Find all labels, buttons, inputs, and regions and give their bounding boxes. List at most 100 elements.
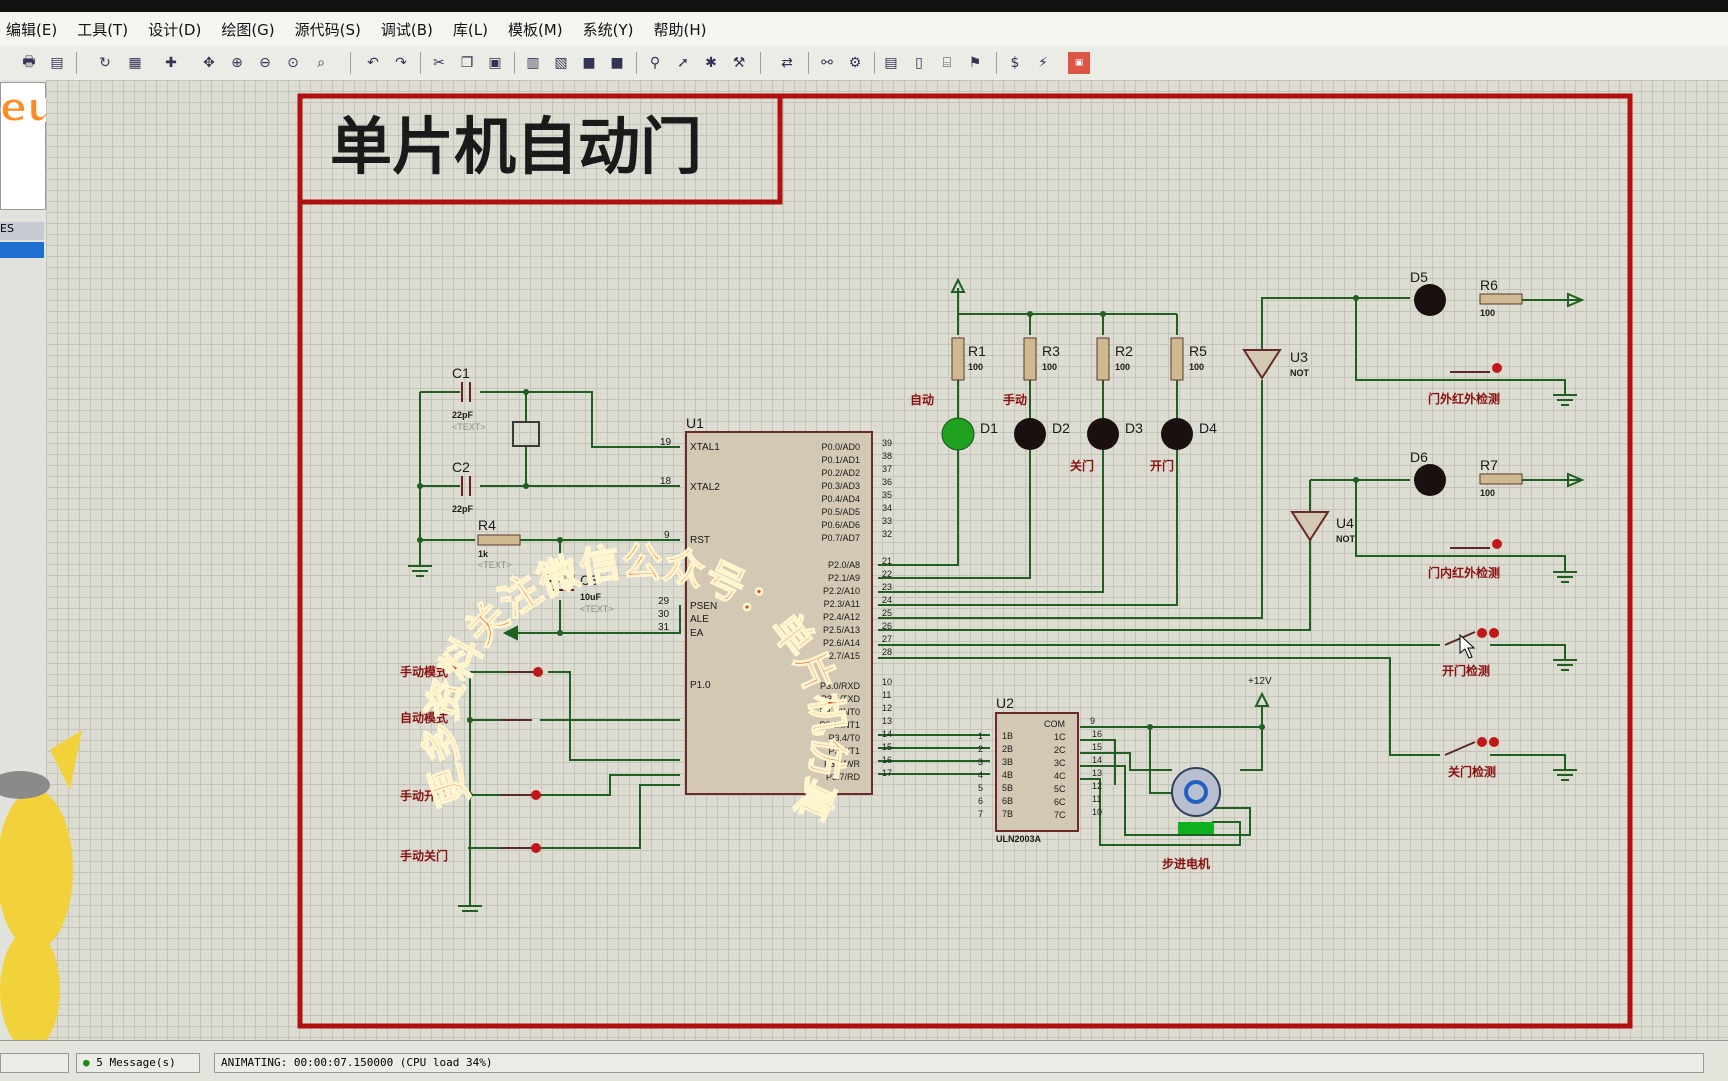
svg-text:18: 18	[660, 476, 672, 487]
r7-ref: R7	[1480, 457, 1498, 473]
menu-edit[interactable]: 编辑(E)	[6, 20, 58, 39]
led-d5	[1414, 284, 1446, 316]
netlist-transfer-icon[interactable]: ⚡	[1038, 55, 1048, 71]
overview-window[interactable]	[0, 82, 46, 210]
menu-debug[interactable]: 调试(B)	[380, 20, 433, 39]
grid-icon[interactable]: ▦	[128, 55, 142, 71]
svg-text:P3.6/WR: P3.6/WR	[824, 759, 861, 769]
menu-help[interactable]: 帮助(H)	[653, 20, 707, 39]
svg-text:100: 100	[1480, 308, 1495, 318]
stepper-motor	[1171, 767, 1221, 817]
copy-icon[interactable]: ❐	[460, 55, 474, 71]
svg-text:100: 100	[1042, 362, 1057, 372]
sheet-icon[interactable]: ▯	[915, 55, 923, 71]
svg-text:P3.7/RD: P3.7/RD	[826, 772, 861, 782]
led-d2	[1014, 418, 1046, 450]
btn-auto-mode: 自动模式	[400, 710, 448, 725]
svg-text:P3.2/INT0: P3.2/INT0	[819, 707, 860, 717]
netlist-icon[interactable]: ▤	[884, 55, 898, 71]
menu-bar: 编辑(E) 工具(T) 设计(D) 绘图(G) 源代码(S) 调试(B) 库(L…	[0, 12, 1728, 46]
svg-text:ALE: ALE	[690, 614, 709, 625]
wire-autoroute-icon[interactable]: ⇄	[781, 55, 793, 71]
redo-icon[interactable]: ↷	[395, 55, 407, 71]
menu-graph[interactable]: 绘图(G)	[221, 20, 275, 39]
svg-text:21: 21	[882, 556, 892, 566]
svg-text:P2.1/A9: P2.1/A9	[828, 573, 860, 583]
paste-icon[interactable]: ▣	[488, 55, 502, 71]
ares-icon[interactable]: ▣	[1068, 52, 1090, 74]
svg-text:26: 26	[882, 621, 892, 631]
d3-ref: D3	[1125, 420, 1143, 436]
menu-template[interactable]: 模板(M)	[507, 20, 563, 39]
mouse-cursor	[1459, 633, 1476, 659]
svg-text:38: 38	[882, 451, 892, 461]
menu-system[interactable]: 系统(Y)	[582, 20, 634, 39]
svg-text:34: 34	[882, 503, 892, 513]
svg-text:7C: 7C	[1054, 810, 1066, 820]
info-icon: ●	[83, 1056, 90, 1069]
block-copy-icon[interactable]: ▥	[526, 55, 540, 71]
menu-tools[interactable]: 工具(T)	[77, 20, 129, 39]
d4-ref: D4	[1199, 420, 1217, 436]
svg-text:39: 39	[882, 438, 892, 448]
schematic-canvas[interactable]: 单片机自动门	[46, 80, 1728, 1040]
block-move-icon[interactable]: ▧	[554, 55, 568, 71]
search-icon[interactable]: ⚯	[821, 55, 833, 71]
u2-chip	[995, 712, 1079, 832]
c3-ref: C3	[580, 572, 598, 588]
svg-text:NOT: NOT	[1290, 368, 1310, 378]
led-d1	[941, 417, 975, 451]
device-list-selected[interactable]	[0, 242, 44, 258]
print-icon[interactable]: 🖶	[22, 54, 36, 70]
make-device-icon[interactable]: ➚	[677, 55, 689, 71]
zoom-all-icon[interactable]: ⊙	[287, 55, 299, 71]
page-icon[interactable]: ▤	[50, 55, 64, 71]
origin-icon[interactable]: ✚	[165, 55, 177, 71]
package-icon[interactable]: ✱	[705, 55, 717, 71]
report-icon[interactable]: $	[1010, 55, 1020, 71]
led-d4	[1161, 418, 1193, 450]
pan-icon[interactable]: ✥	[203, 55, 215, 71]
u3-not-gate	[1242, 349, 1282, 380]
decompose-icon[interactable]: ⚒	[732, 55, 746, 71]
status-buttons[interactable]	[0, 1053, 69, 1073]
simulation-status: ANIMATING: 00:00:07.150000 (CPU load 34%…	[214, 1053, 1704, 1073]
bom-icon[interactable]: ⌸	[942, 55, 952, 71]
zoom-out-icon[interactable]: ⊖	[259, 55, 271, 71]
menu-library[interactable]: 库(L)	[452, 20, 488, 39]
zoom-area-icon[interactable]: ⌕	[317, 55, 325, 71]
schematic-drawing: 单片机自动门	[297, 93, 1633, 1029]
u3-ref: U3	[1290, 349, 1308, 365]
svg-text:11: 11	[1092, 794, 1101, 804]
undo-icon[interactable]: ↶	[367, 55, 379, 71]
junctions	[417, 295, 1359, 798]
block-delete-icon[interactable]: ■	[610, 55, 624, 71]
message-count[interactable]: ● 5 Message(s)	[76, 1053, 200, 1073]
svg-text:P2.0/A8: P2.0/A8	[828, 560, 860, 570]
refresh-icon[interactable]: ↻	[99, 55, 111, 71]
d5-ref: D5	[1410, 269, 1428, 285]
pick-device-icon[interactable]: ⚲	[649, 55, 661, 71]
svg-text:2: 2	[978, 744, 983, 754]
resistors-top	[951, 337, 1184, 381]
c1-val: 22pF	[452, 410, 474, 420]
btn-manual-mode: 手动模式	[400, 664, 448, 679]
d2-label: 手动	[1003, 392, 1027, 407]
menu-source[interactable]: 源代码(S)	[294, 20, 361, 39]
c2-val: 22pF	[452, 504, 474, 514]
c3-val: 10uF	[580, 592, 602, 602]
svg-text:P3.1/TXD: P3.1/TXD	[821, 694, 861, 704]
led-d3	[1087, 418, 1119, 450]
zoom-in-icon[interactable]: ⊕	[231, 55, 243, 71]
erc-icon[interactable]: ⚑	[968, 55, 982, 71]
devices-header[interactable]: ES	[0, 222, 44, 240]
svg-text:P0.2/AD2: P0.2/AD2	[821, 468, 860, 478]
block-rotate-icon[interactable]: ■	[582, 55, 596, 71]
property-tool-icon[interactable]: ⚙	[848, 55, 862, 71]
svg-text:6B: 6B	[1002, 796, 1013, 806]
svg-text:P0.7/AD7: P0.7/AD7	[821, 533, 860, 543]
menu-design[interactable]: 设计(D)	[148, 20, 202, 39]
u2-ref: U2	[996, 695, 1014, 711]
cut-icon[interactable]: ✂	[433, 55, 445, 71]
